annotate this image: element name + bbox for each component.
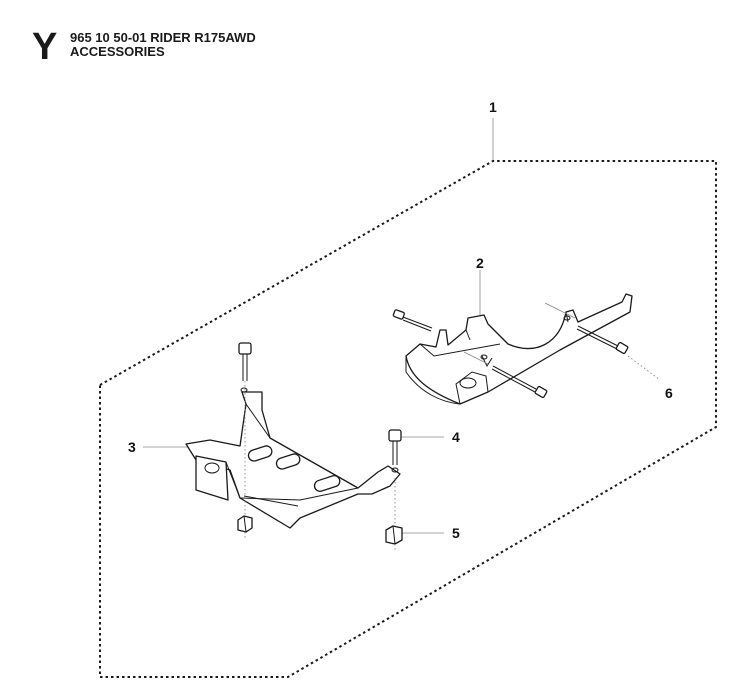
kit-boundary	[99, 160, 717, 678]
callout-1: 1	[489, 99, 497, 115]
callout-2: 2	[476, 255, 484, 271]
page-title: 965 10 50-01 RIDER R175AWD ACCESSORIES	[70, 31, 256, 59]
callout-5: 5	[452, 525, 460, 541]
nut-part-5	[237, 515, 403, 552]
callout-4: 4	[452, 429, 460, 445]
plate-part-3	[185, 387, 401, 529]
section-title: ACCESSORIES	[70, 44, 165, 59]
callout-3: 3	[128, 439, 136, 455]
callout-6: 6	[665, 385, 673, 401]
leader-6	[627, 355, 661, 381]
bracket-part-2	[405, 293, 633, 405]
bolt-part-4	[238, 342, 402, 528]
section-letter: Y	[32, 26, 58, 68]
bolt-part-6	[392, 302, 629, 399]
model-line: 965 10 50-01 RIDER R175AWD	[70, 30, 256, 45]
